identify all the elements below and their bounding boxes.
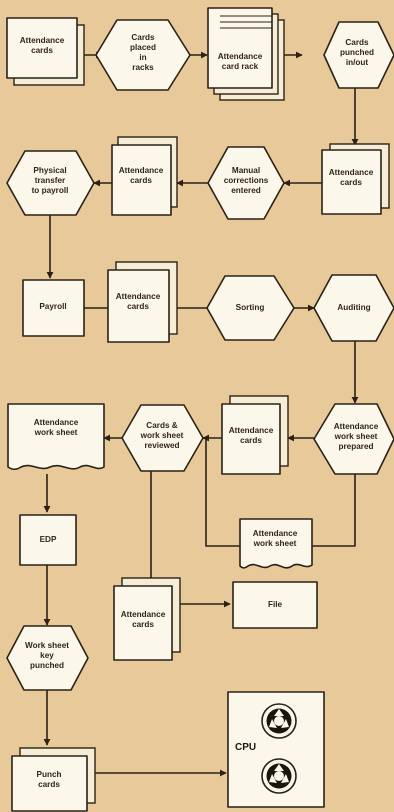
auditing-label: Auditing <box>337 303 370 312</box>
auditing-hexagon: Auditing <box>313 274 394 342</box>
tape-reel-icon-top <box>261 703 297 739</box>
sorting-hexagon: Sorting <box>206 275 295 341</box>
cpu-box: CPU <box>227 691 325 808</box>
payroll-label: Payroll <box>39 302 66 311</box>
file-box: File <box>232 581 318 629</box>
tape-reel-icon-bottom <box>261 758 297 794</box>
edp-box: EDP <box>19 514 77 566</box>
connectors <box>43 51 359 777</box>
payroll-box: Payroll <box>22 279 85 337</box>
file-label: File <box>268 600 283 609</box>
edp-label: EDP <box>40 535 57 544</box>
sorting-label: Sorting <box>236 303 265 312</box>
cpu-label: CPU <box>235 742 256 753</box>
